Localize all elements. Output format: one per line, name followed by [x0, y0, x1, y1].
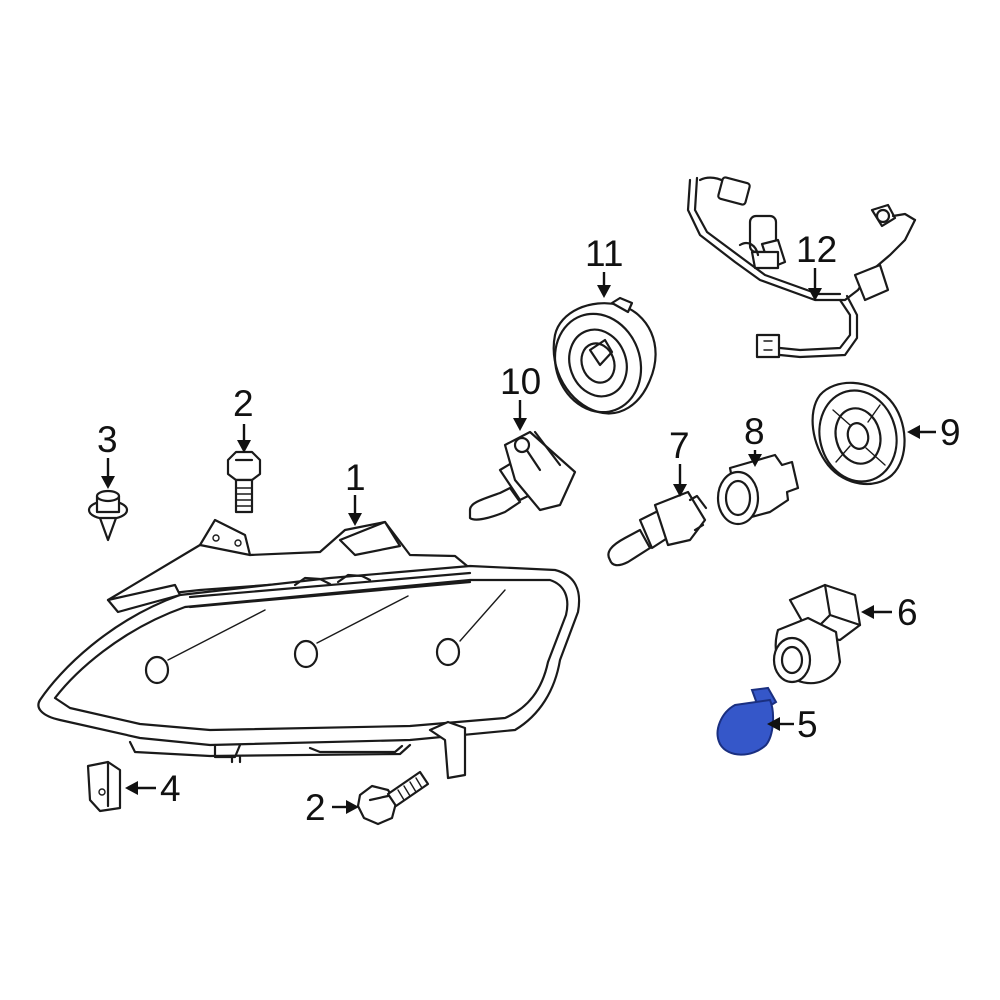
headlamp-bolt-lower[interactable] — [356, 770, 430, 826]
callout-arrows — [101, 268, 936, 814]
callout-10: 10 — [500, 361, 541, 402]
callout-9: 9 — [940, 412, 961, 453]
callout-4: 4 — [160, 768, 181, 809]
headlamp-bolt-upper[interactable] — [226, 450, 262, 514]
callout-2-lower: 2 — [305, 787, 326, 828]
callout-2-upper: 2 — [233, 383, 254, 424]
callout-6: 6 — [897, 592, 918, 633]
wiring-harness[interactable] — [686, 176, 917, 359]
callout-3: 3 — [97, 419, 118, 460]
callout-5: 5 — [797, 704, 818, 745]
bulb-socket[interactable] — [772, 583, 862, 685]
access-cap-large[interactable] — [541, 296, 657, 424]
callout-labels: 1 2 2 3 4 5 6 7 8 9 10 11 12 — [97, 229, 961, 828]
socket-housing[interactable] — [716, 453, 800, 526]
callout-11: 11 — [585, 233, 623, 274]
callout-12: 12 — [796, 229, 837, 270]
callout-8: 8 — [744, 411, 765, 452]
turn-signal-bulb[interactable] — [607, 490, 708, 567]
clip-nut[interactable] — [86, 760, 122, 813]
headlamp-assembly[interactable] — [37, 518, 581, 780]
push-retainer[interactable] — [87, 489, 129, 542]
wedge-bulb[interactable] — [716, 686, 778, 756]
access-cap-small[interactable] — [809, 381, 906, 491]
headlamp-bulb[interactable] — [468, 430, 577, 521]
callout-7: 7 — [669, 425, 690, 466]
callout-1: 1 — [345, 457, 366, 498]
